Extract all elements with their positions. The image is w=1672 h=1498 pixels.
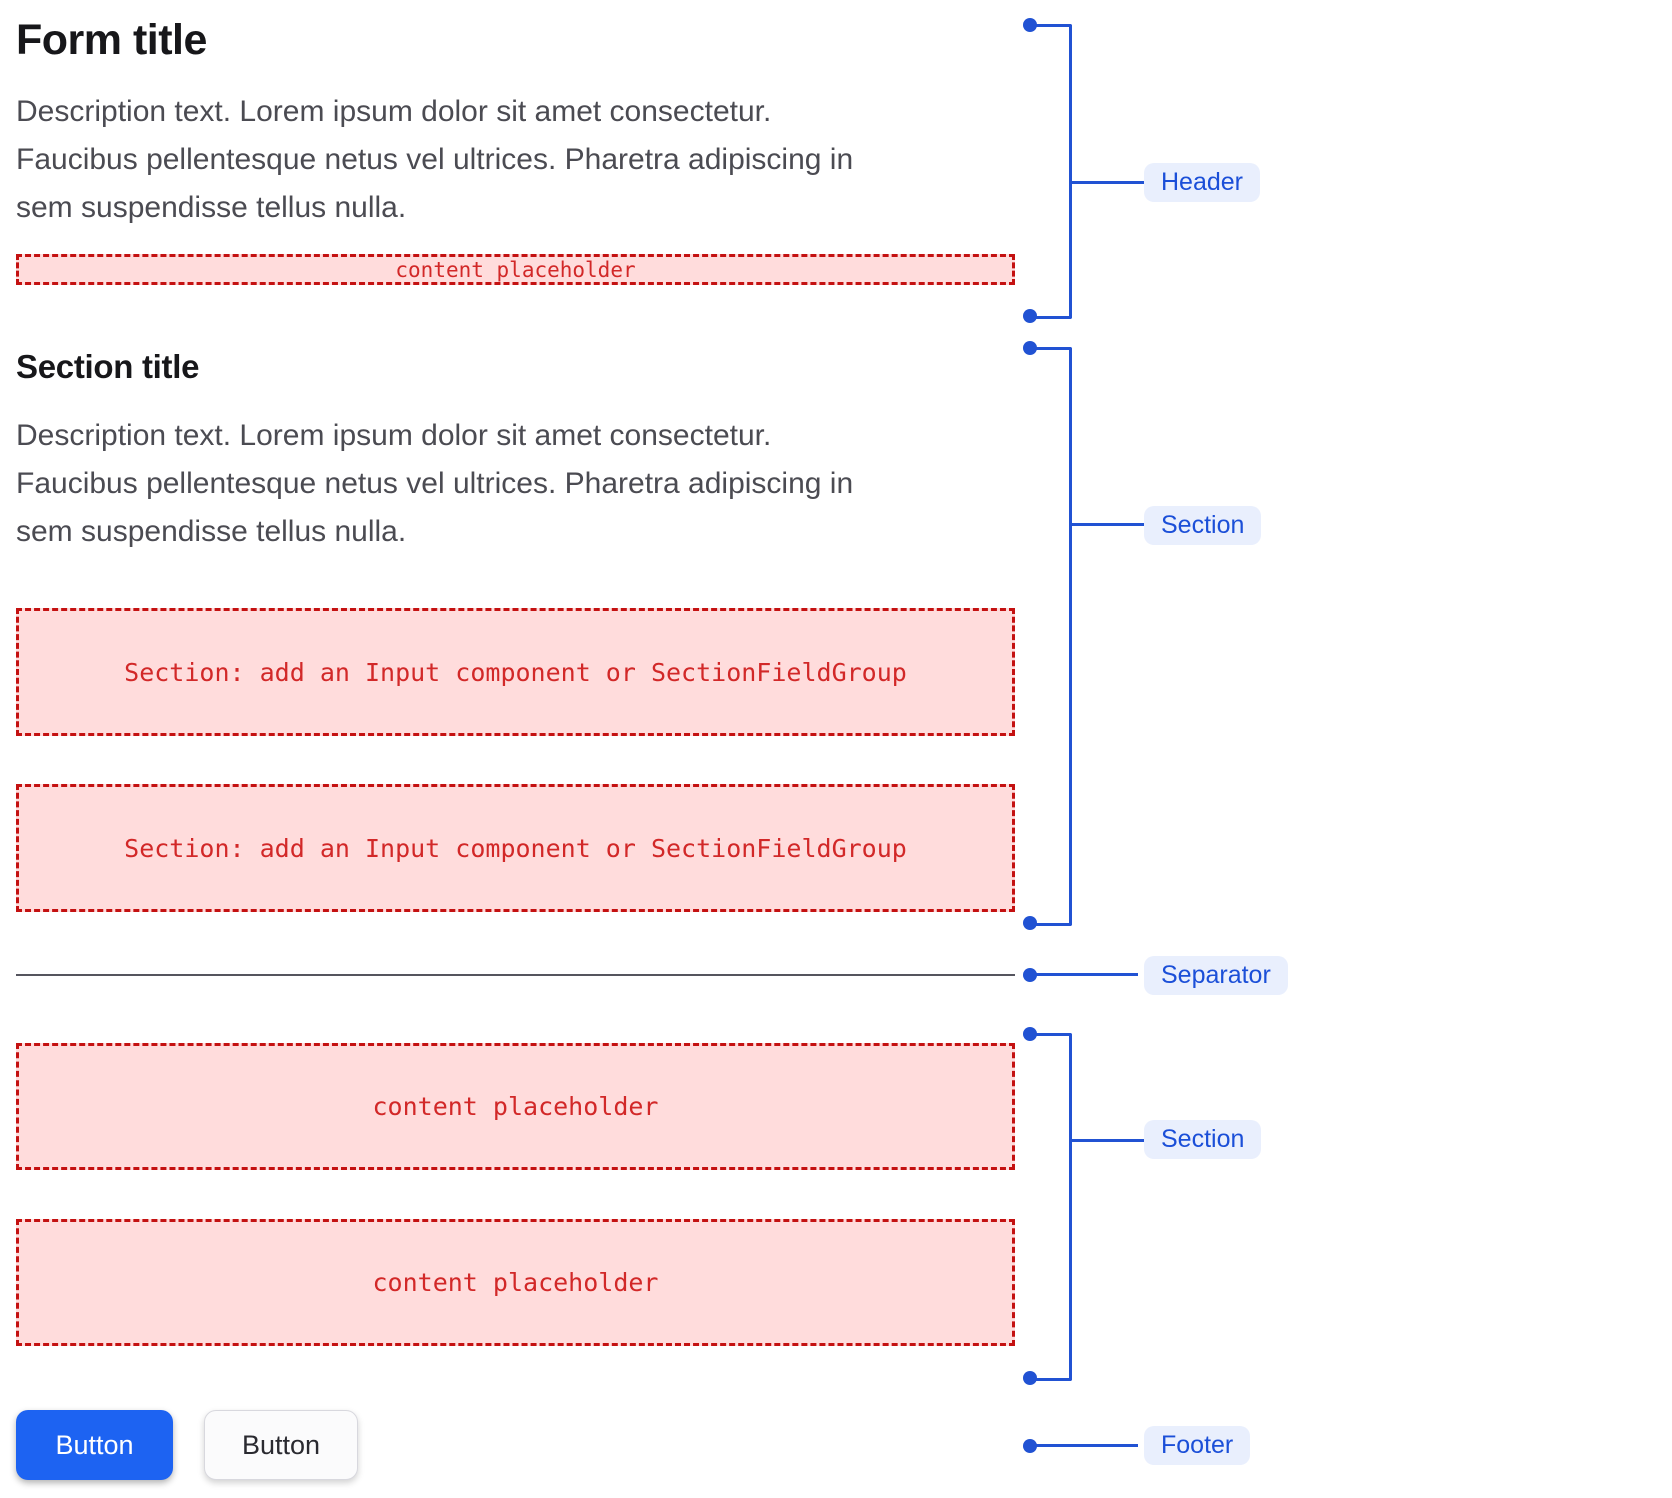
separator-callout: Separator (1144, 956, 1288, 995)
section1-connector-line (1071, 523, 1144, 526)
separator-pointer-line (1036, 973, 1138, 976)
section1-callout-label: Section (1161, 511, 1245, 539)
placeholder-label: content placeholder (372, 1092, 659, 1121)
section-description-line: Faucibus pellentesque netus vel ultrices… (16, 467, 854, 500)
separator-line (16, 974, 1015, 976)
section2-content-placeholder-2: content placeholder (16, 1219, 1015, 1346)
form-title: Form title (16, 16, 207, 64)
placeholder-label: Section: add an Input component or Secti… (124, 833, 907, 863)
form-description: Description text. Lorem ipsum dolor sit … (16, 88, 853, 232)
form-description-line: sem suspendisse tellus nulla. (16, 191, 407, 224)
placeholder-label: content placeholder (372, 1268, 659, 1297)
section1-callout: Section (1144, 506, 1262, 545)
header-bracket (1030, 24, 1072, 319)
secondary-button-label: Button (241, 1429, 321, 1460)
section2-callout-label: Section (1161, 1125, 1245, 1153)
header-connector-line (1071, 181, 1144, 184)
section-description-line: Description text. Lorem ipsum dolor sit … (16, 419, 772, 452)
secondary-button[interactable]: Button (204, 1410, 358, 1480)
separator-callout-label: Separator (1161, 961, 1271, 989)
section-title: Section title (16, 348, 200, 385)
footer-pointer-line (1036, 1444, 1138, 1447)
section2-bracket (1030, 1033, 1072, 1381)
primary-button-label: Button (55, 1429, 134, 1460)
separator-dot (1023, 968, 1037, 982)
footer-callout-label: Footer (1161, 1431, 1234, 1459)
section-input-slot-1: Section: add an Input component or Secti… (16, 608, 1015, 736)
placeholder-label: Section: add an Input component or Secti… (124, 657, 907, 687)
header-callout: Header (1144, 163, 1260, 202)
footer-dot (1023, 1439, 1037, 1453)
header-content-placeholder: content placeholder (16, 254, 1015, 285)
section2-connector-line (1071, 1139, 1144, 1142)
section-input-slot-2: Section: add an Input component or Secti… (16, 784, 1015, 912)
section-description: Description text. Lorem ipsum dolor sit … (16, 412, 853, 556)
header-callout-label: Header (1161, 168, 1243, 196)
placeholder-label: content placeholder (395, 257, 636, 282)
footer-callout: Footer (1144, 1426, 1251, 1465)
form-description-line: Description text. Lorem ipsum dolor sit … (16, 95, 772, 128)
section2-content-placeholder-1: content placeholder (16, 1043, 1015, 1170)
form-description-line: Faucibus pellentesque netus vel ultrices… (16, 143, 854, 176)
section2-callout: Section (1144, 1120, 1262, 1159)
section-description-line: sem suspendisse tellus nulla. (16, 515, 407, 548)
primary-button[interactable]: Button (16, 1410, 173, 1480)
section1-bracket (1030, 347, 1072, 926)
